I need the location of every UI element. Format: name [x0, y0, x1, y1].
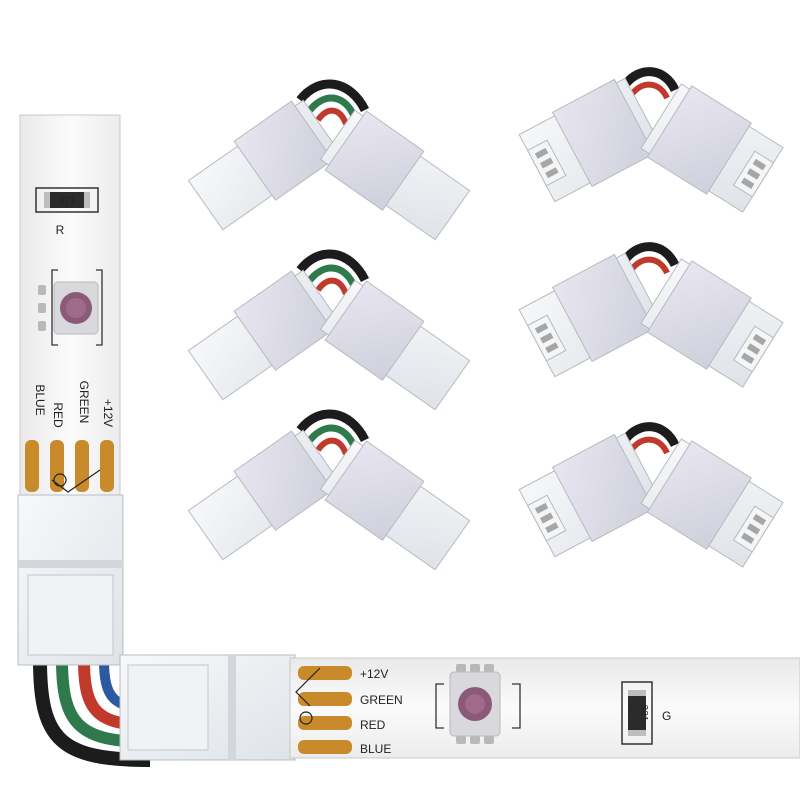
l-connector-right-2: [518, 242, 784, 388]
horizontal-pad-label-blue: BLUE: [360, 742, 391, 756]
vertical-resistor-code: 471: [59, 196, 76, 207]
horizontal-resistor: 331 G: [621, 681, 671, 745]
vertical-pad-labels: BLUE RED GREEN +12V: [33, 381, 115, 428]
horizontal-led-strip: +12V GREEN RED BLUE 331 G: [289, 657, 800, 759]
horizontal-copper-pads: [295, 666, 352, 754]
l-connector-left-2: [187, 249, 471, 411]
horizontal-pad-labels: +12V GREEN RED BLUE: [360, 667, 403, 756]
vertical-copper-pads: [25, 440, 114, 493]
vertical-pad-label-green: GREEN: [77, 381, 91, 424]
horizontal-pad-label-green: GREEN: [360, 693, 403, 707]
vertical-resistor: 471 R: [35, 187, 99, 237]
vertical-led-chip: [38, 269, 103, 346]
corner-connector: [17, 494, 296, 767]
horizontal-resistor-label: G: [662, 709, 671, 723]
l-connector-right-3: [518, 422, 784, 568]
l-connector-right-1: [518, 67, 784, 213]
l-connector-left-3: [187, 409, 471, 571]
horizontal-resistor-code: 331: [638, 705, 649, 722]
vertical-pad-label-red: RED: [51, 402, 65, 428]
vertical-pad-label-blue: BLUE: [33, 384, 47, 415]
horizontal-led-chip: [435, 664, 521, 744]
vertical-pad-label-12v: +12V: [101, 399, 115, 427]
l-connector-left-1: [187, 79, 471, 241]
vertical-resistor-label: R: [56, 223, 65, 237]
horizontal-strip-pcb: [289, 657, 800, 759]
horizontal-pad-label-red: RED: [360, 718, 386, 732]
horizontal-pad-label-12v: +12V: [360, 667, 388, 681]
vertical-led-strip: 471 R BLUE RED GREEN +12V: [19, 114, 121, 506]
